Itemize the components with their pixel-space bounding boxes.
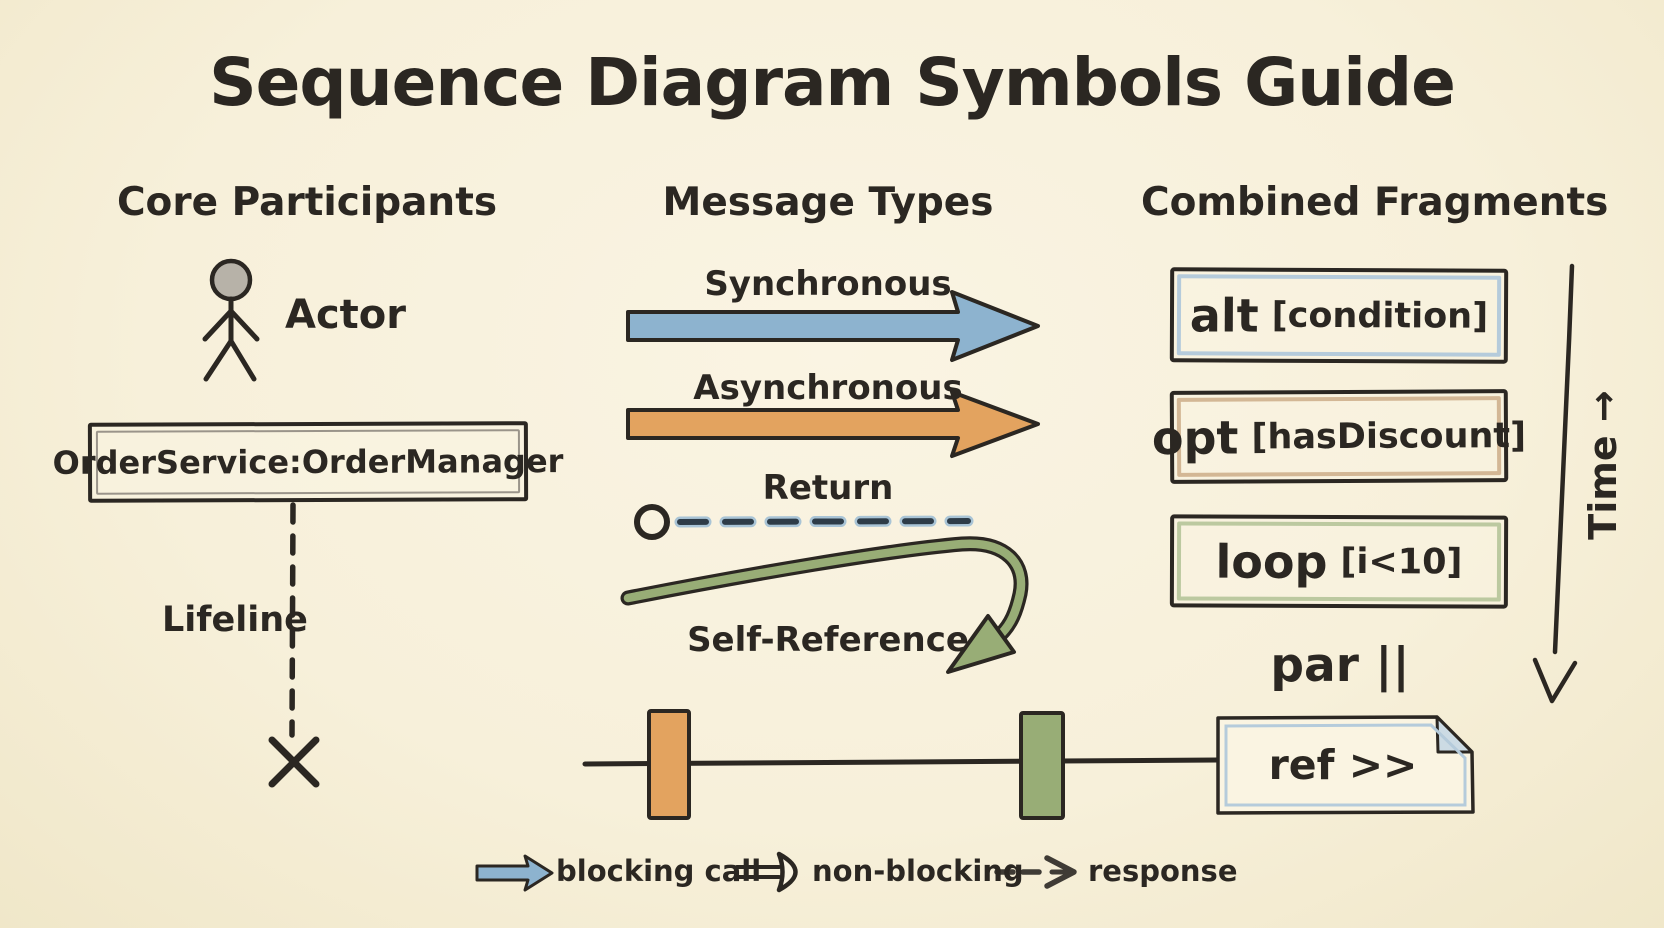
alt-fragment-box: alt [condition] bbox=[1169, 267, 1509, 364]
opt-keyword: opt bbox=[1151, 410, 1239, 465]
self-reference-arrow-icon bbox=[620, 536, 1029, 674]
blocking-call-arrow-icon bbox=[475, 854, 554, 892]
ref-label: ref >> bbox=[1268, 740, 1418, 789]
alt-keyword: alt bbox=[1189, 287, 1259, 343]
asynchronous-label: Asynchronous bbox=[693, 368, 963, 408]
lifeline-label: Lifeline bbox=[162, 600, 308, 640]
non-blocking-arrow-icon bbox=[735, 851, 798, 893]
return-arrow-icon bbox=[634, 504, 974, 540]
alt-guard: [condition] bbox=[1271, 295, 1489, 337]
heading-core-participants: Core Participants bbox=[116, 180, 498, 225]
participant-box: OrderService:OrderManager bbox=[53, 421, 563, 503]
heading-message-types: Message Types bbox=[662, 180, 994, 225]
participant-name: OrderService:OrderManager bbox=[53, 429, 563, 495]
activation-bar-orange bbox=[647, 709, 691, 820]
loop-fragment-box: loop [i<10] bbox=[1169, 514, 1509, 609]
ref-fragment-box bbox=[1216, 715, 1475, 815]
par-label: par || bbox=[1270, 638, 1410, 693]
legend-response-label: response bbox=[1088, 854, 1238, 888]
asynchronous-arrow-icon bbox=[626, 390, 1040, 458]
legend-non-blocking-label: non-blocking bbox=[812, 854, 1024, 888]
actor-icon bbox=[202, 258, 260, 382]
activation-bar-green bbox=[1019, 711, 1065, 820]
dog-ear-fold-icon bbox=[1435, 715, 1474, 754]
legend-blocking-call-label: blocking call bbox=[556, 854, 762, 888]
opt-guard: [hasDiscount] bbox=[1251, 415, 1527, 457]
destruction-x-icon bbox=[268, 736, 320, 788]
return-label: Return bbox=[762, 468, 894, 508]
time-axis-label: Time → bbox=[1581, 390, 1625, 540]
synchronous-label: Synchronous bbox=[704, 264, 952, 304]
loop-guard: [i<10] bbox=[1340, 541, 1463, 582]
opt-fragment-box: opt [hasDiscount] bbox=[1152, 389, 1526, 484]
heading-combined-fragments: Combined Fragments bbox=[1141, 180, 1609, 225]
response-arrow-icon bbox=[994, 855, 1077, 889]
lifeline-dashed-line bbox=[289, 502, 296, 738]
loop-keyword: loop bbox=[1215, 534, 1328, 589]
page-title: Sequence Diagram Symbols Guide bbox=[209, 44, 1456, 121]
time-axis-arrow-icon bbox=[1532, 263, 1578, 704]
actor-label: Actor bbox=[285, 292, 406, 338]
self-reference-label: Self-Reference bbox=[687, 620, 969, 660]
synchronous-arrow-icon bbox=[626, 290, 1040, 362]
